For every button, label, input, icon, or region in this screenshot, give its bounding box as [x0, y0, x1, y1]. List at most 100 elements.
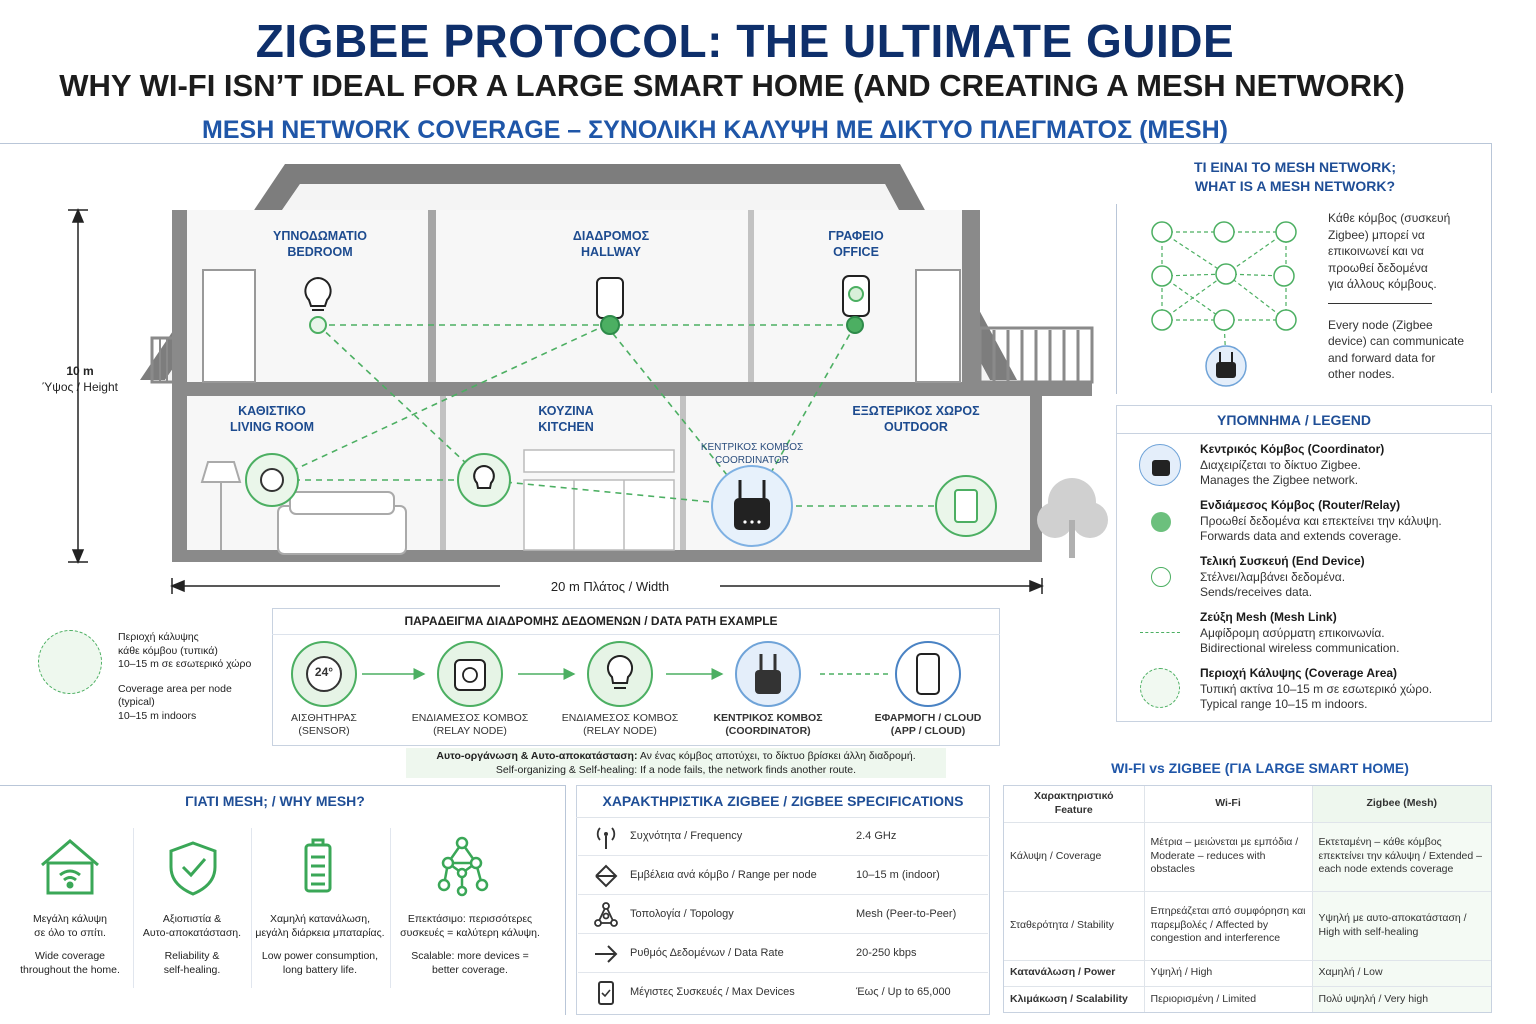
self-healing-note: Αυτο-οργάνωση & Αυτο-αποκατάσταση: Αν έν…: [406, 748, 946, 778]
door: [202, 269, 256, 383]
compare-cell: Επηρεάζεται από συμφόρηση και παρεμβολές…: [1144, 891, 1313, 961]
compare-header-feature: Χαρακτηριστικό Feature: [1004, 786, 1145, 823]
outdoor-sensor-icon: [935, 475, 997, 537]
coverage-area-icon: [1140, 668, 1180, 708]
why-mesh-icons: [41, 836, 489, 897]
data-path-diagram: [291, 641, 961, 707]
compare-cell: Κατανάλωση / Power: [1004, 960, 1145, 987]
divider: [0, 143, 1492, 144]
compare-cell: Υψηλή / High: [1144, 960, 1313, 987]
legend-item-coordinator: Κεντρικός Κόμβος (Coordinator)Διαχειρίζε…: [1200, 442, 1385, 487]
compare-cell: Εκτεταμένη – κάθε κόμβος επεκτείνει την …: [1312, 822, 1491, 892]
coordinator-node: [735, 641, 801, 707]
compare-cell: Χαμηλή / Low: [1312, 960, 1491, 987]
switch-icon: [596, 277, 624, 335]
home-wifi-icon: [41, 839, 99, 895]
antenna-icon: [596, 827, 616, 849]
relay-plug-node: [437, 641, 503, 707]
legend-item-end-device: Τελική Συσκευή (End Device)Στέλνει/λαμβά…: [1200, 554, 1365, 599]
compare-cell: Σταθερότητα / Stability: [1004, 891, 1145, 961]
relay-bulb-node: [587, 641, 653, 707]
why-mesh-item-power: Χαμηλή κατανάλωση,μεγάλη διάρκεια μπαταρ…: [255, 913, 385, 976]
compare-cell: Περιορισμένη / Limited: [1144, 986, 1313, 1012]
right-wall-upper: [962, 210, 980, 382]
devices-icon: [598, 981, 614, 1005]
range-arrows-icon: [595, 864, 618, 888]
topology-icon: [594, 902, 618, 927]
mesh-topology-diagram: [1151, 221, 1297, 387]
compare-header-zigbee: Zigbee (Mesh): [1312, 786, 1491, 823]
why-mesh-title: ΓΙΑΤΙ MESH; / WHY MESH?: [185, 793, 365, 809]
sensor-node: [291, 641, 357, 707]
compare-cell: Κάλυψη / Coverage: [1004, 822, 1145, 892]
tree: [1037, 478, 1108, 558]
data-path-title: ΠΑΡΑΔΕΙΓΜΑ ΔΙΑΔΡΟΜΗΣ ΔΕΔΟΜΕΝΩΝ / DATA PA…: [404, 614, 778, 628]
height-dimension: [68, 208, 88, 564]
divider: [1491, 143, 1492, 393]
sensor-temp-readout: 24°: [314, 665, 334, 679]
compare-cell: Πολύ υψηλή / Very high: [1312, 986, 1491, 1012]
data-path-step-relay-1: ΕΝΔΙΑΜΕΣΟΣ ΚΟΜΒΟΣ(RELAY NODE): [411, 712, 529, 737]
arrow-right-icon: [595, 945, 618, 963]
compare-cell: Υψηλή με αυτο-αποκατάσταση / High with s…: [1312, 891, 1491, 961]
bulb-icon: [457, 453, 511, 507]
thermostat-icon: [245, 453, 299, 507]
data-path-step-sensor: ΑΙΣΘΗΤΗΡΑΣ(SENSOR): [291, 712, 357, 737]
plug-icon: [842, 275, 870, 334]
coordinator-hub-icon: [711, 465, 793, 547]
legend-panel: [1116, 405, 1492, 722]
data-path-step-relay-2: ΕΝΔΙΑΜΕΣΟΣ ΚΟΜΒΟΣ(RELAY NODE): [561, 712, 679, 737]
page-title: ZIGBEE PROTOCOL: THE ULTIMATE GUIDE: [255, 15, 1235, 67]
section-title: MESH NETWORK COVERAGE – ΣΥΝΟΛΙΚΗ ΚΑΛΥΨΗ …: [202, 116, 1228, 144]
router-node-icon: [1151, 512, 1171, 532]
legend-item-mesh-link: Ζεύξη Mesh (Mesh Link)Αμφίδρομη ασύρματη…: [1200, 610, 1400, 655]
legend-title: ΥΠΟΜΝΗΜΑ / LEGEND: [1217, 412, 1371, 428]
compare-cell: Μέτρια – μειώνεται με εμπόδια / Moderate…: [1144, 822, 1313, 892]
app-cloud-node: [895, 641, 961, 707]
door: [915, 269, 961, 383]
mesh-info-title: ΤΙ ΕΙΝΑΙ ΤΟ MESH NETWORK; WHAT IS A MESH…: [1194, 159, 1396, 194]
legend-item-coverage: Περιοχή Κάλυψης (Coverage Area)Τυπική ακ…: [1200, 666, 1433, 711]
compare-table: Χαρακτηριστικό Feature Wi-Fi Zigbee (Mes…: [1003, 785, 1492, 1013]
why-mesh-item-reliability: Αξιοπιστία &Αυτο-αποκατάσταση.Reliabilit…: [142, 913, 242, 976]
battery-icon: [304, 838, 332, 893]
data-path-step-app: ΕΦΑΡΜΟΓΗ / CLOUD(APP / CLOUD): [874, 712, 982, 737]
height-label: 10 m Ύψος / Height: [42, 364, 118, 394]
network-scale-icon: [437, 836, 489, 897]
end-device-icon: [1151, 567, 1171, 587]
compare-cell: Κλιμάκωση / Scalability: [1004, 986, 1145, 1012]
bulb-icon: [304, 276, 332, 334]
compare-title: WI-FI vs ZIGBEE (ΓΙΑ LARGE SMART HOME): [1111, 760, 1409, 776]
coordinator-hub-icon: [1139, 444, 1181, 486]
specs-panel: [576, 785, 990, 1015]
partition: [440, 396, 446, 550]
balcony-left: [150, 336, 176, 384]
page-subtitle: WHY WI-FI ISN’T IDEAL FOR A LARGE SMART …: [59, 68, 1405, 103]
data-path-step-coordinator: ΚΕΝΤΡΙΚΟΣ ΚΟΜΒΟΣ(COORDINATOR): [713, 712, 823, 737]
coverage-circle-icon: [38, 630, 102, 694]
floor-slab: [172, 382, 1092, 396]
coverage-note: Περιοχή κάλυψης κάθε κόμβου (τυπικά) 10–…: [118, 631, 252, 722]
sofa: [277, 491, 407, 555]
partition: [748, 210, 754, 382]
mesh-link-icon: [1140, 632, 1180, 633]
partition: [680, 396, 686, 550]
house-illustration: [68, 164, 1108, 594]
shield-check-icon: [169, 841, 217, 896]
right-wall-lower: [1030, 382, 1042, 560]
partition: [428, 210, 436, 382]
legend-item-router: Ενδιάμεσος Κόμβος (Router/Relay)Προωθεί …: [1200, 498, 1442, 543]
